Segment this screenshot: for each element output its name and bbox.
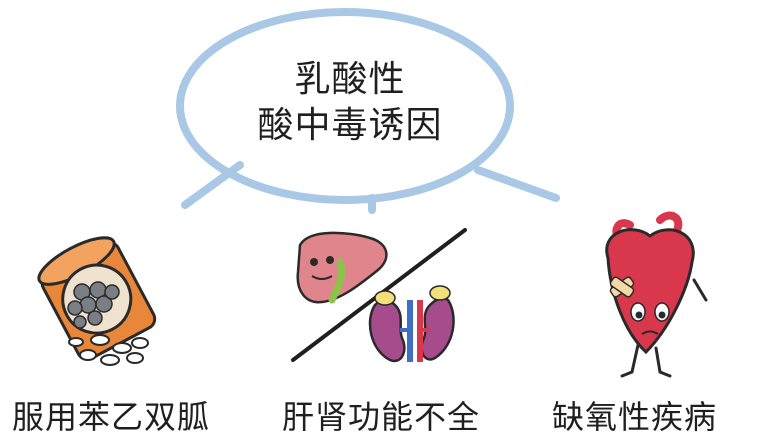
cause-label-hypoxia: 缺氧性疾病	[552, 398, 718, 436]
cause-label-liver-kidney: 肝肾功能不全	[282, 398, 481, 436]
liver-kidney-icon	[291, 228, 467, 363]
heart-icon	[605, 211, 708, 378]
bubble-title-line2: 酸中毒诱因	[257, 105, 443, 146]
bubble-title-line1: 乳酸性	[294, 59, 406, 100]
thought-bubble	[176, 8, 560, 214]
pill-bottle-icon	[37, 236, 157, 366]
cause-label-phenformin: 服用苯乙双胍	[12, 398, 211, 436]
